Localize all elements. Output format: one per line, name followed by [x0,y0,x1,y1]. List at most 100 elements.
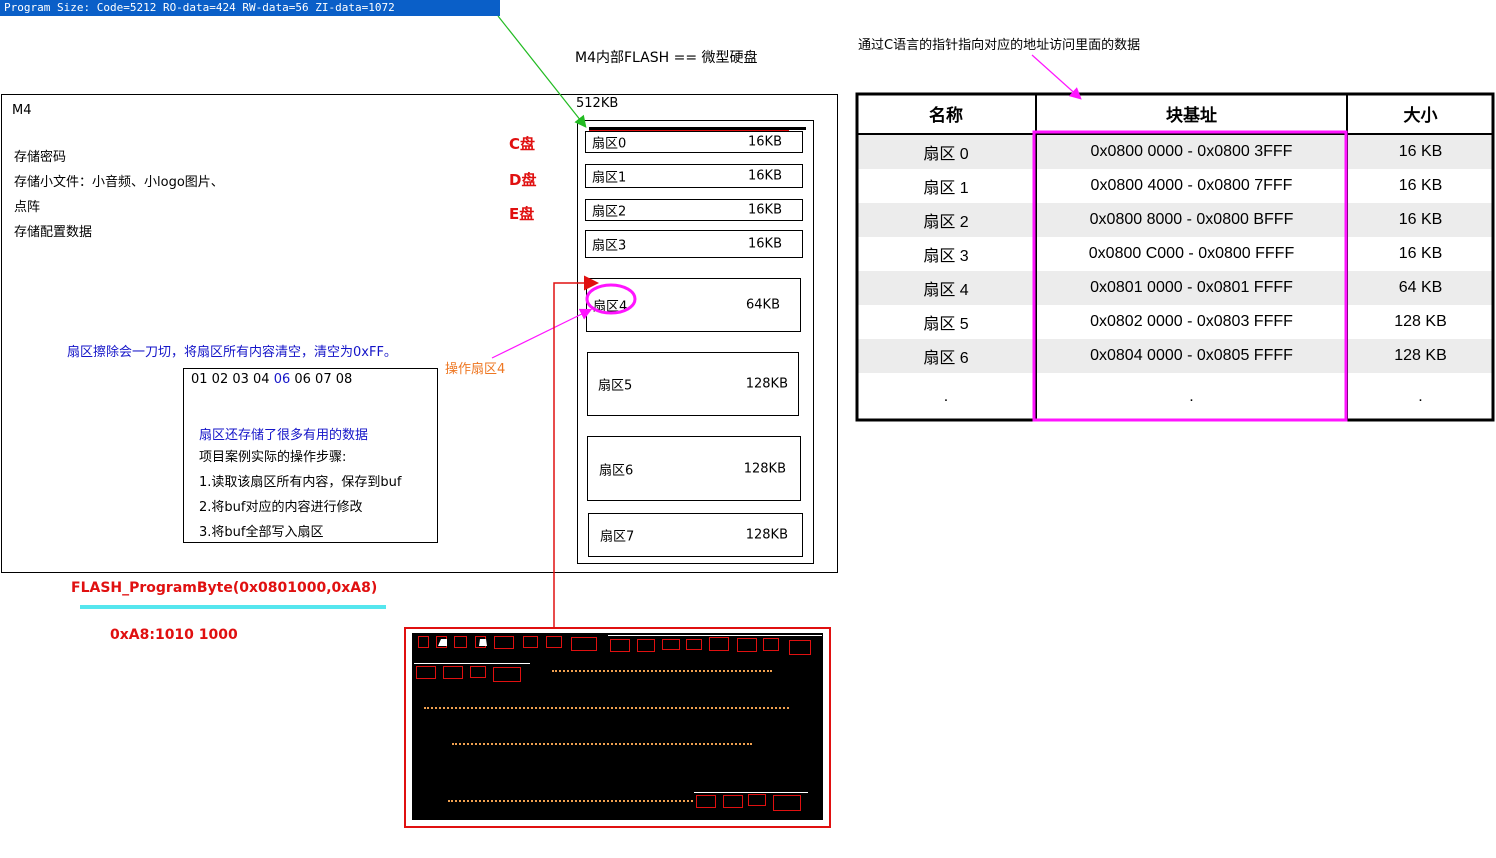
binary-value: 0xA8:1010 1000 [110,627,238,643]
bit-box [637,639,655,652]
m4-label: M4 [12,103,32,118]
erase-note: 扇区擦除会一刀切，将扇区所有内容清空，清空为0xFF。 [67,345,397,360]
red-connector-arrow [553,275,599,628]
flash-title: M4内部FLASH == 微型硬盘 [575,50,758,66]
cell-address: 0x0801 0000 - 0x0801 FFFF [1036,271,1347,305]
sector-size: 128KB [745,527,788,543]
cell-address: 0x0800 8000 - 0x0800 BFFF [1036,203,1347,237]
bit-box [723,795,743,808]
bit-box [686,639,702,650]
program-size-bar: Program Size: Code=5212 RO-data=424 RW-d… [0,0,500,16]
sector0-top-bar [589,127,806,130]
flash-sector-6: 扇区6 128KB [587,436,801,501]
cell-name: 扇区 2 [856,203,1036,237]
sector-address-table: 名称 块基址 大小 扇区 0 0x0800 0000 - 0x0800 3FFF… [856,93,1494,421]
sector-note-box [183,368,438,543]
table-row: 扇区 4 0x0801 0000 - 0x0801 FFFF 64 KB [856,271,1494,305]
cell-address: 0x0800 0000 - 0x0800 3FFF [1036,134,1347,169]
bit-box [454,636,467,648]
bit-box [418,636,429,648]
cell-name: 扇区 6 [856,339,1036,373]
useful-data-note: 扇区还存储了很多有用的数据 [199,428,369,443]
bit-box [773,795,801,811]
table-row: 扇区 2 0x0800 8000 - 0x0800 BFFF 16 KB [856,203,1494,237]
bit-box [696,795,716,808]
address-column-highlight [1032,130,1348,422]
bit-box [546,636,562,648]
sector-size: 16KB [748,134,782,150]
cell-name: . [943,388,949,405]
sector-name: 扇区0 [592,136,627,152]
cell-size: 64 KB [1347,271,1494,305]
bit-box [662,639,680,650]
drive-c-label: C盘 [509,135,536,153]
bit-dots [448,800,693,804]
bit-box [789,640,811,655]
sector-name: 扇区2 [592,204,627,220]
bit-box [737,638,757,652]
cell-address: . [1189,388,1194,405]
step-2: 2.将buf对应的内容进行修改 [199,500,363,515]
drive-e-label: E盘 [509,205,535,223]
bit-line [608,635,822,636]
bit-box [494,636,514,649]
steps-title: 项目案例实际的操作步骤: [199,450,347,465]
cell-size: 16 KB [1398,245,1443,262]
step-1: 1.读取该扇区所有内容，保存到buf [199,475,402,490]
flash-capacity: 512KB [576,96,619,111]
bit-box [610,639,630,652]
table-row: 扇区 3 0x0800 C000 - 0x0800 FFFF 16 KB [856,237,1494,271]
cell-address: 0x0800 4000 - 0x0800 7FFF [1090,177,1293,194]
file-icon [479,639,487,646]
use-dot-matrix: 点阵 [14,200,41,215]
drive-d-label: D盘 [509,171,537,189]
bit-line [694,792,808,793]
bit-box [748,794,766,806]
sector-size: 128KB [745,376,788,392]
bytes-after: 06 07 08 [290,372,353,387]
cell-address: 0x0800 C000 - 0x0800 FFFF [1088,245,1295,262]
step-3: 3.将buf全部写入扇区 [199,525,324,540]
bit-line [414,663,530,664]
cell-address: 0x0802 0000 - 0x0803 FFFF [1090,313,1293,330]
cell-size: 16 KB [1398,177,1443,194]
col-address-header: 块基址 [1036,93,1347,135]
use-password: 存储密码 [14,150,67,165]
m4-chip-box [1,94,838,573]
bytes-highlight: 06 [273,372,291,387]
green-arrow [497,15,587,128]
bytes-before: 01 02 03 04 [191,372,274,387]
use-config: 存储配置数据 [14,225,93,240]
program-call-underline [80,605,386,609]
pointer-note-arrow [1031,54,1082,100]
cell-size: 128 KB [1394,313,1447,330]
table-row: 扇区 5 0x0802 0000 - 0x0803 FFFF 128 KB [856,305,1494,339]
bit-box [571,637,597,651]
table-row: 扇区 6 0x0804 0000 - 0x0805 FFFF 128 KB [856,339,1494,373]
table-row: 扇区 1 0x0800 4000 - 0x0800 7FFF 16 KB [856,169,1494,203]
table-row: 扇区 0 0x0800 0000 - 0x0800 3FFF 16 KB [856,134,1494,169]
bit-dots [552,670,772,674]
byte-sequence: 01 02 03 04 06 06 07 08 [191,372,352,387]
flash-sector-5: 扇区5 128KB [587,352,799,416]
program-call: FLASH_ProgramByte(0x0801000,0xA8) [71,580,378,596]
use-small-files: 存储小文件：小音频、小logo图片、 [14,175,224,190]
sector-size: 16KB [748,236,782,252]
bit-box [416,666,436,679]
table-frame [855,92,1495,422]
flash-sector-1: 扇区1 16KB [585,164,803,188]
bit-box [443,666,463,679]
operate-sector4-label: 操作扇区4 [445,362,506,377]
operate-arrow [491,308,593,359]
sector4-highlight-circle [585,283,637,315]
cell-address: 0x0804 0000 - 0x0805 FFFF [1036,339,1347,373]
bit-box [470,666,486,678]
cell-size: 16 KB [1347,134,1494,169]
cell-name: 扇区 5 [923,316,969,333]
file-icon [438,639,447,646]
table-header-row: 名称 块基址 大小 [856,93,1494,135]
flash-sector-2: 扇区2 16KB [585,199,803,221]
bit-box [763,638,779,651]
bit-box [523,636,538,648]
